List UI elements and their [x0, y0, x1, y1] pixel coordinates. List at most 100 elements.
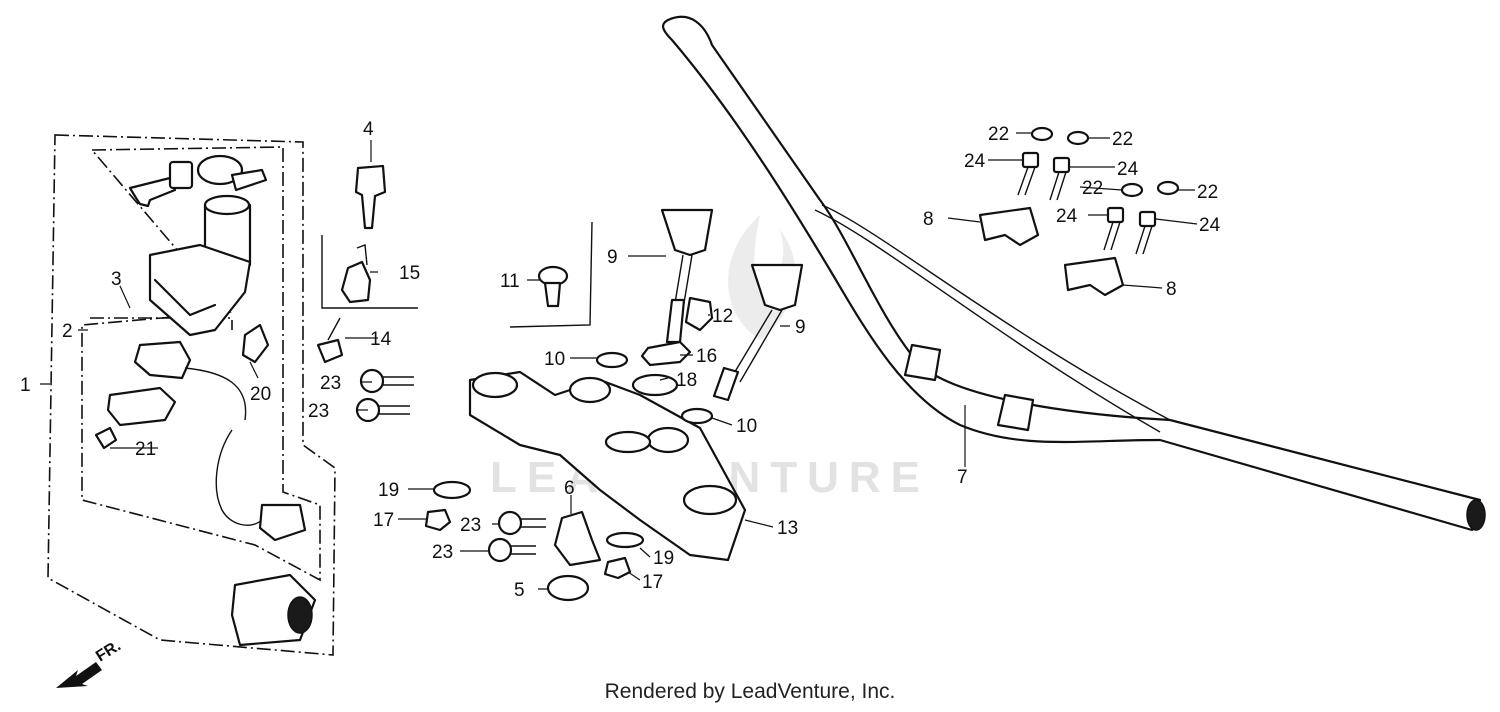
callout-5: 5 — [514, 580, 525, 601]
part-23-bolt-c-head — [497, 510, 523, 536]
part-24-bolt-a-head — [1021, 151, 1040, 169]
part-23-bolt-d-shank — [511, 545, 536, 555]
part-9-riser-right-thread — [712, 366, 740, 402]
callout-11: 11 — [500, 271, 520, 292]
callout-4: 4 — [363, 119, 374, 140]
part-24-bolt-d-shank — [1135, 225, 1153, 255]
handlebar-knurl-left — [903, 343, 942, 382]
callout-3: 3 — [111, 269, 122, 290]
key-left-head — [168, 160, 194, 190]
part-11-group-bracket — [509, 221, 593, 328]
part-17-nut-left — [424, 508, 452, 532]
arrow-shape — [56, 662, 102, 688]
part-12-bushing — [684, 296, 714, 332]
top-bridge-left-hole — [471, 371, 519, 399]
callout-22-d: 22 — [1197, 182, 1218, 203]
part-3-switch-housing — [133, 340, 192, 380]
callout-24-c: 24 — [1056, 206, 1078, 227]
callout-22-a: 22 — [988, 124, 1009, 145]
handlebar-crossbar — [821, 204, 1171, 421]
callout-20: 20 — [250, 384, 271, 405]
callout-19-right: 19 — [653, 548, 674, 569]
top-bridge-right-post — [646, 426, 690, 454]
part-23-bolt-c-shank — [521, 518, 546, 528]
callout-13: 13 — [777, 518, 798, 539]
part-8-clamp-upper — [978, 206, 1040, 247]
part-4-key — [354, 164, 387, 230]
part-24-bolt-d-head — [1138, 210, 1157, 228]
callout-8-lower: 8 — [1166, 279, 1177, 300]
handlebar-crossbar-lower — [814, 209, 1161, 433]
callout-2: 2 — [62, 321, 73, 342]
part-9-riser-left-head — [660, 208, 714, 257]
part-6-cable-guide — [553, 510, 602, 567]
part-19-washer-left — [432, 480, 472, 500]
part-22-cap-a — [1030, 126, 1054, 142]
ignition-switch-flange — [153, 278, 217, 317]
callout-17-right: 17 — [642, 572, 663, 593]
front-direction-arrow-icon: FR. — [52, 636, 152, 701]
part-23-bolt-d-head — [487, 537, 513, 563]
part-21-bracket — [106, 386, 177, 427]
callout-17-left: 17 — [373, 510, 394, 531]
callout-19-left: 19 — [378, 480, 399, 501]
handlebar-knurl-right — [996, 393, 1035, 432]
callout-leader-lines — [40, 132, 1198, 590]
callout-24-b: 24 — [1117, 159, 1139, 180]
part-14-bolt-shank — [327, 317, 341, 341]
part-24-bolt-c-shank — [1103, 221, 1121, 251]
part-20-clip — [241, 323, 270, 364]
callout-16: 16 — [696, 346, 717, 367]
switch-harness — [215, 429, 263, 526]
callout-9-left: 9 — [607, 247, 618, 268]
part-22-cap-d — [1156, 180, 1180, 196]
part-22-cap-c — [1120, 182, 1144, 198]
part-23-bolt-b-shank — [379, 405, 410, 415]
part-9-riser-right-head — [750, 263, 804, 312]
top-bridge-center-hole — [604, 430, 652, 454]
part-15-thread — [356, 244, 368, 266]
ignition-cover-opening — [287, 596, 313, 634]
part-5-grommet — [546, 574, 590, 602]
callout-24-d: 24 — [1199, 215, 1221, 236]
key-right — [230, 168, 268, 192]
front-direction-label: FR. — [93, 637, 124, 665]
part-9-riser-left-thread — [665, 298, 686, 344]
part-17-nut-right — [603, 556, 632, 580]
callout-22-b: 22 — [1112, 129, 1133, 150]
callout-10-lower: 10 — [736, 416, 757, 437]
callout-10-upper: 10 — [544, 349, 565, 370]
part-15-bulb-socket — [340, 260, 372, 304]
callout-6: 6 — [564, 478, 575, 499]
ignition-switch-body — [148, 243, 252, 337]
part-24-bolt-b-shank — [1049, 171, 1067, 201]
ignition-cylinder-top — [203, 194, 251, 216]
part-23-bolt-a-shank — [383, 376, 414, 386]
callout-22-c: 22 — [1082, 178, 1103, 199]
callout-1: 1 — [20, 375, 31, 396]
callout-23-d: 23 — [432, 542, 453, 563]
assembly-1-outline — [47, 134, 336, 656]
footer-credit: Rendered by LeadVenture, Inc. — [604, 680, 896, 703]
callout-14: 14 — [370, 329, 392, 350]
key-ring — [196, 154, 244, 186]
part-10-washer-upper — [595, 351, 629, 369]
callout-9-right: 9 — [795, 317, 806, 338]
part-22-cap-b — [1066, 130, 1090, 146]
part-8-clamp-lower — [1063, 256, 1125, 297]
part-23-bolt-a-head — [359, 368, 385, 394]
part-7-handlebar — [662, 15, 1482, 532]
part-24-bolt-a-shank — [1017, 166, 1036, 196]
part-19-washer-right — [605, 531, 645, 549]
callout-23-a: 23 — [320, 373, 341, 394]
callout-21: 21 — [135, 439, 156, 460]
part-24-bolt-b-head — [1052, 156, 1071, 174]
harness-connector — [258, 503, 307, 542]
callout-15: 15 — [399, 263, 420, 284]
top-bridge-left-post — [568, 376, 612, 404]
top-bridge-right-hole — [682, 484, 738, 516]
part-15-group-bracket — [321, 235, 418, 309]
callout-23-b: 23 — [308, 401, 329, 422]
callout-18: 18 — [676, 370, 697, 391]
